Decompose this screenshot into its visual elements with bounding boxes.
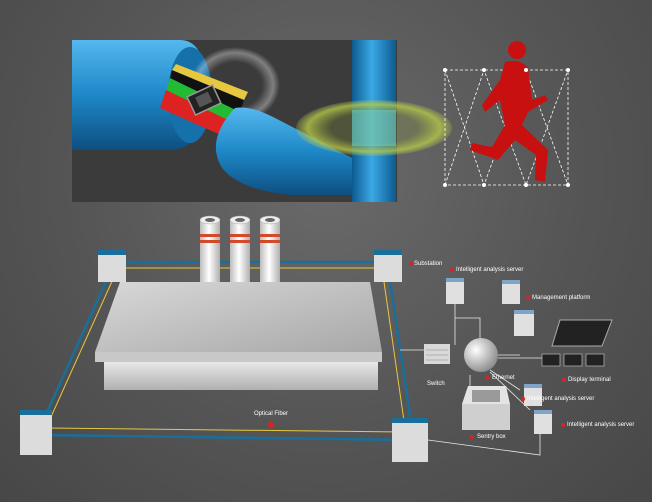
sensor-chip-icon [186, 84, 222, 116]
server-icon [446, 278, 552, 434]
fence-post-top-left [98, 250, 126, 282]
label-substation: Substation [414, 261, 443, 267]
label-switch: Switch [427, 381, 445, 387]
label-optical-fiber: Optical Fiber [254, 411, 289, 417]
red-markers [268, 262, 566, 439]
monitor-icon [541, 319, 613, 367]
label-display-terminal: Display terminal [568, 377, 611, 383]
label-analysis-server-mid: Intelligent analysis server [527, 396, 595, 402]
label-analysis-server-bottom: Intelligent analysis server [567, 422, 635, 428]
label-analysis-server-top: Intelligent analysis server [456, 267, 524, 273]
switch-icon [424, 344, 450, 364]
label-ethernet: Ethernet [492, 375, 515, 381]
factory-building [95, 282, 382, 390]
intruder-runner-icon [443, 41, 570, 187]
label-management-platform: Management platform [532, 295, 591, 301]
fence-post-bottom-right [392, 418, 428, 462]
fence-post-bottom-left [20, 410, 52, 455]
sentry-box-icon [462, 386, 510, 430]
fence-post-top-right [374, 250, 402, 282]
chimney-icon [199, 215, 281, 292]
label-sentry-box: Sentry box [477, 434, 506, 440]
vibration-ring-icon [296, 40, 452, 202]
ethernet-hub-icon [464, 338, 498, 372]
